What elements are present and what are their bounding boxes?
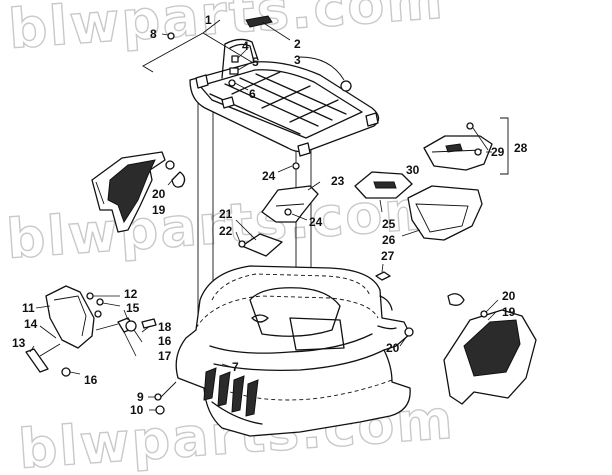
storage-tray bbox=[354, 171, 483, 241]
callout-30: 30 bbox=[406, 163, 420, 177]
callout-12a: 12 bbox=[124, 287, 138, 301]
callout-22: 22 bbox=[219, 224, 233, 238]
right-side-panel bbox=[443, 293, 537, 405]
callout-11: 11 bbox=[22, 301, 35, 315]
center-plate bbox=[261, 162, 321, 223]
callout-13: 13 bbox=[12, 336, 26, 350]
grommet-left bbox=[165, 160, 186, 188]
watermark-top-text: blwparts.com bbox=[7, 0, 447, 61]
callout-8: 8 bbox=[150, 27, 157, 41]
callout-29: 29 bbox=[491, 145, 505, 159]
rear-rack bbox=[189, 38, 380, 157]
callout-26: 26 bbox=[382, 233, 396, 247]
screw-8 bbox=[161, 32, 175, 40]
callout-23: 23 bbox=[331, 174, 345, 188]
callout-15: 15 bbox=[126, 301, 140, 315]
callout-21: 21 bbox=[219, 207, 233, 221]
callout-25: 25 bbox=[382, 217, 396, 231]
callout-19-right: 19 bbox=[502, 305, 516, 319]
callout-20-lower: 20 bbox=[386, 341, 400, 355]
cap-nut bbox=[299, 56, 352, 92]
callout-17: 17 bbox=[158, 349, 172, 363]
clip-27 bbox=[375, 263, 414, 347]
callout-20-left: 20 bbox=[152, 187, 166, 201]
callout-3: 3 bbox=[294, 53, 301, 67]
callout-14: 14 bbox=[24, 317, 38, 331]
front-body-panel bbox=[159, 265, 411, 437]
callout-labels: 1 2 3 4 5 6 7 8 9 10 11 12 13 14 15 16 1… bbox=[12, 13, 528, 417]
callout-20-right: 20 bbox=[502, 289, 516, 303]
callout-27: 27 bbox=[381, 249, 395, 263]
rack-hardware bbox=[228, 49, 253, 91]
callout-18: 18 bbox=[158, 320, 172, 334]
storage-lid bbox=[423, 117, 509, 175]
callout-19-left: 19 bbox=[152, 203, 166, 217]
callout-4: 4 bbox=[242, 39, 249, 53]
front-insert bbox=[221, 363, 235, 369]
callout-5: 5 bbox=[252, 55, 259, 69]
rack-grip-pad bbox=[245, 15, 291, 41]
callout-16-right: 16 bbox=[158, 334, 172, 348]
callout-9: 9 bbox=[137, 390, 144, 404]
callout-10: 10 bbox=[130, 403, 144, 417]
left-side-panel bbox=[91, 151, 166, 233]
callout-6: 6 bbox=[249, 87, 256, 101]
cover-plate bbox=[235, 219, 283, 257]
callout-24-top: 24 bbox=[262, 169, 276, 183]
callout-28: 28 bbox=[514, 141, 528, 155]
callout-24-bottom: 24 bbox=[309, 215, 323, 229]
callout-1: 1 bbox=[205, 13, 212, 27]
callout-2: 2 bbox=[294, 37, 301, 51]
callout-7: 7 bbox=[232, 360, 239, 374]
lower-hardware bbox=[148, 393, 165, 415]
headlight-assembly bbox=[25, 285, 157, 377]
callout-16-left: 16 bbox=[84, 373, 98, 387]
